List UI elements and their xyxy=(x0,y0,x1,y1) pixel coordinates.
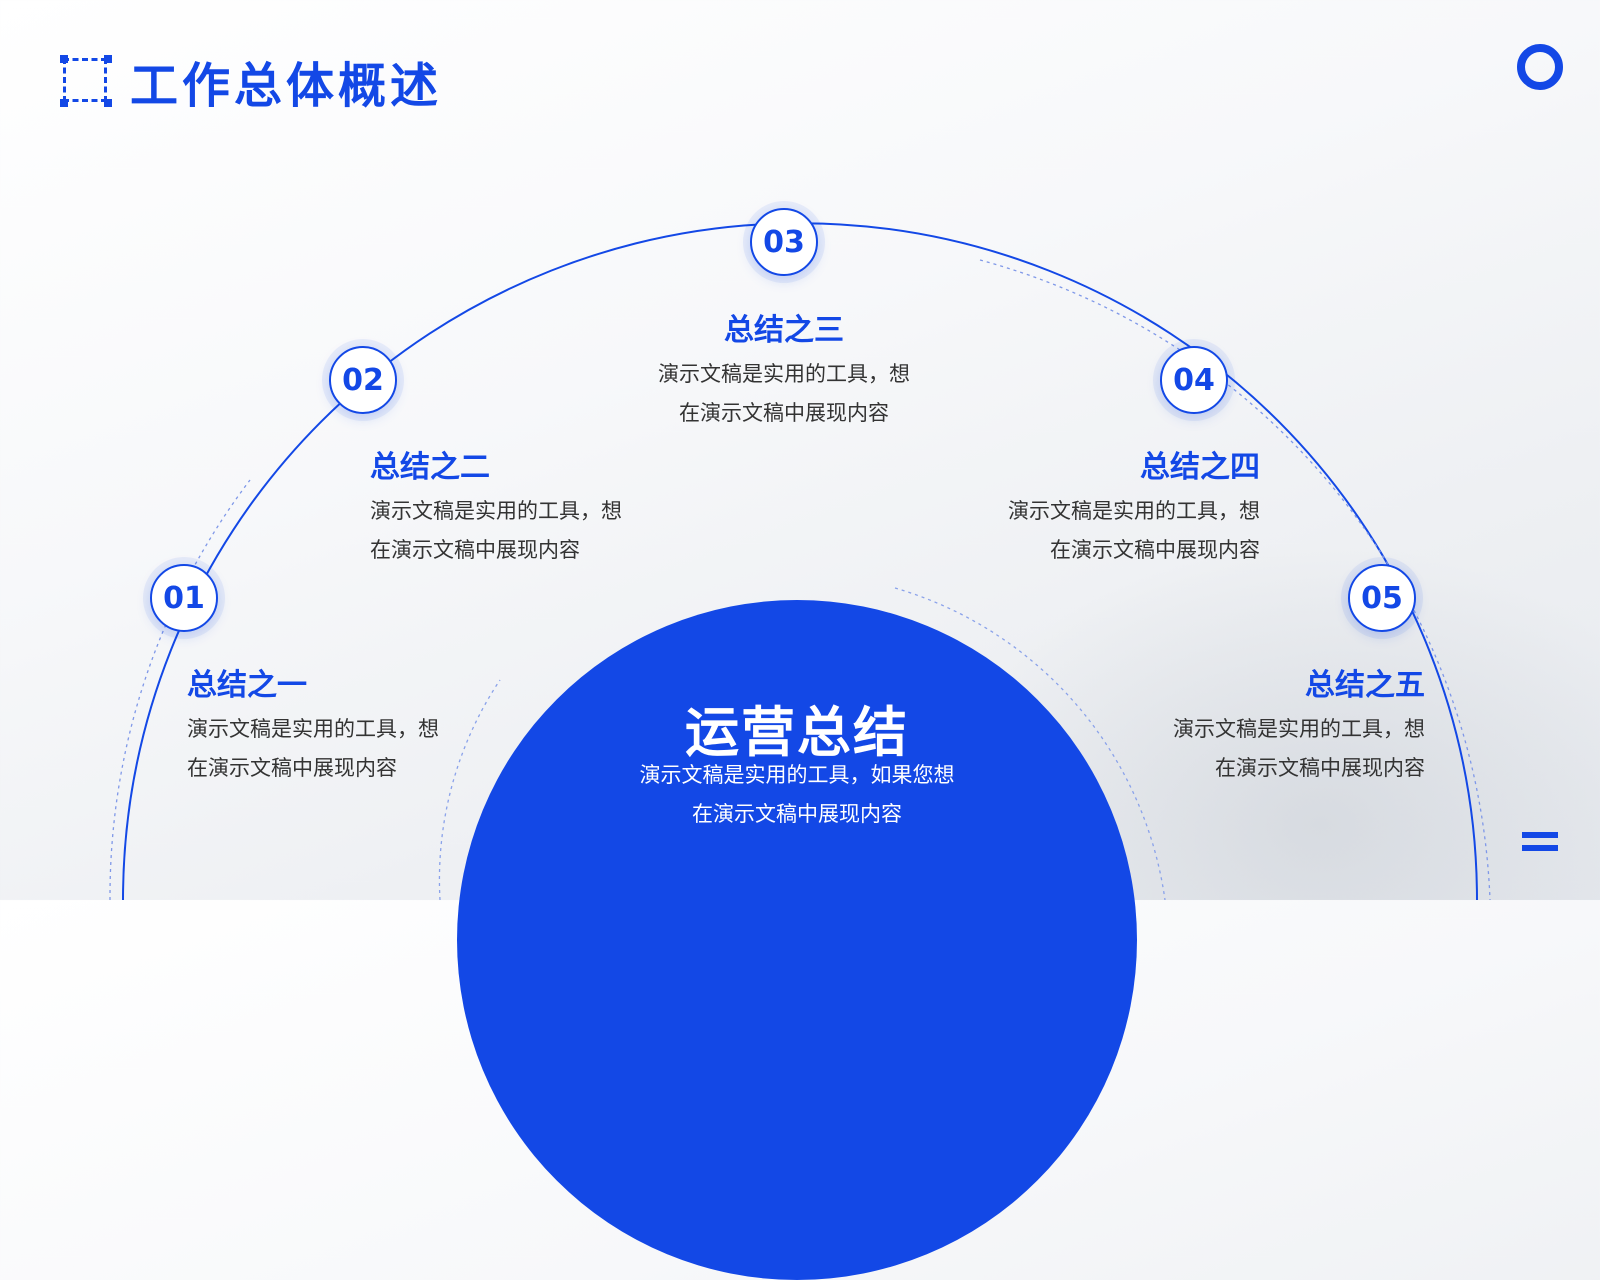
page-title: 工作总体概述 xyxy=(130,58,443,114)
summary-line: 演示文稿是实用的工具，想 xyxy=(658,362,910,386)
center-description: 演示文稿是实用的工具，如果您想 在演示文稿中展现内容 xyxy=(639,763,955,826)
summary-line: 在演示文稿中展现内容 xyxy=(679,401,889,425)
summary-item-4: 总结之四 演示文稿是实用的工具，想 在演示文稿中展现内容 xyxy=(960,442,1260,570)
center-title: 运营总结 xyxy=(685,701,909,764)
summary-item-1: 总结之一 演示文稿是实用的工具，想 在演示文稿中展现内容 xyxy=(187,660,487,788)
summary-line: 演示文稿是实用的工具，想 xyxy=(187,717,439,741)
summary-line: 演示文稿是实用的工具，想 xyxy=(1008,499,1260,523)
summary-line: 演示文稿是实用的工具，想 xyxy=(370,499,622,523)
summary-line: 在演示文稿中展现内容 xyxy=(1215,756,1425,780)
summary-title: 总结之二 xyxy=(370,450,490,485)
badge-03: 03 xyxy=(750,208,818,276)
summary-title: 总结之一 xyxy=(187,668,307,703)
summary-title: 总结之三 xyxy=(724,313,844,348)
summary-line: 在演示文稿中展现内容 xyxy=(187,756,397,780)
outer-dotted-arc-right xyxy=(979,259,1491,900)
summary-item-2: 总结之二 演示文稿是实用的工具，想 在演示文稿中展现内容 xyxy=(370,442,670,570)
summary-line: 演示文稿是实用的工具，想 xyxy=(1173,717,1425,741)
badge-04: 04 xyxy=(1160,346,1228,414)
frame-icon xyxy=(60,55,112,107)
summary-line: 在演示文稿中展现内容 xyxy=(1050,538,1260,562)
badge-01: 01 xyxy=(150,564,218,632)
page-header: 工作总体概述 xyxy=(60,46,442,116)
badge-05: 05 xyxy=(1348,564,1416,632)
badge-02: 02 xyxy=(329,346,397,414)
menu-icon[interactable] xyxy=(1522,832,1558,858)
summary-title: 总结之四 xyxy=(1140,450,1260,485)
summary-title: 总结之五 xyxy=(1305,668,1425,703)
inner-dotted-arc-right xyxy=(894,587,1166,900)
ring-icon xyxy=(1517,44,1563,90)
inner-dotted-arc xyxy=(438,679,501,900)
summary-line: 在演示文稿中展现内容 xyxy=(370,538,580,562)
outer-dotted-arc xyxy=(109,479,251,900)
summary-item-3: 总结之三 演示文稿是实用的工具，想 在演示文稿中展现内容 xyxy=(634,305,934,433)
summary-item-5: 总结之五 演示文稿是实用的工具，想 在演示文稿中展现内容 xyxy=(1125,660,1425,788)
